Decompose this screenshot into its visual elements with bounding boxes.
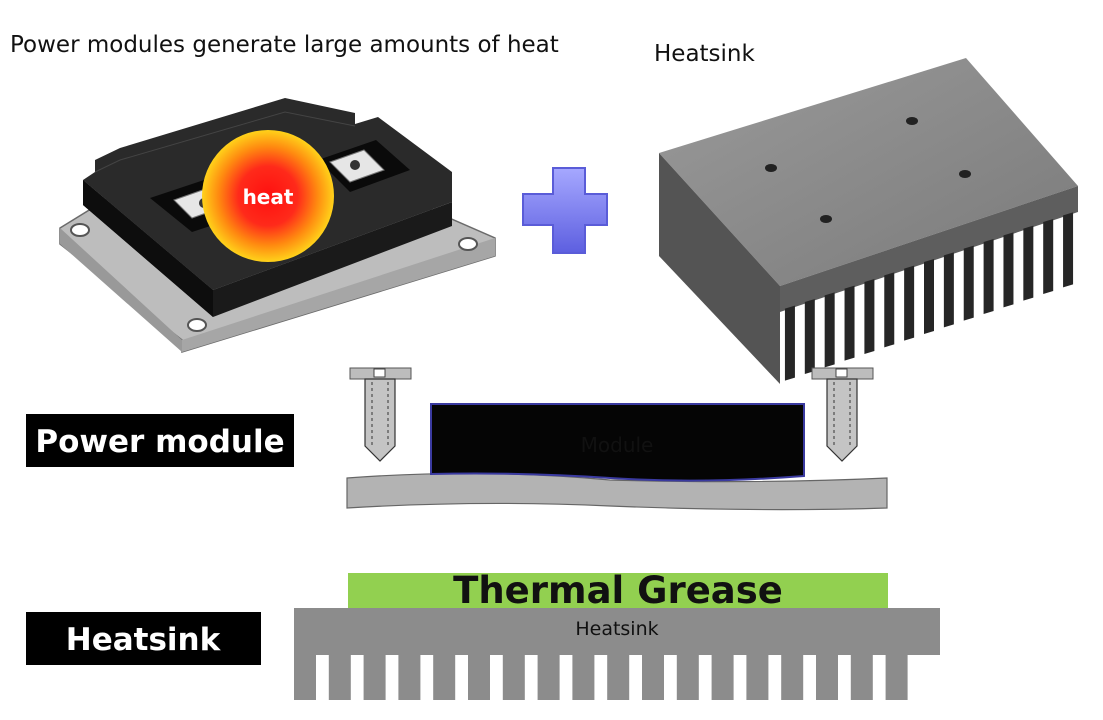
- heatsink-cross-section: Heatsink: [294, 608, 940, 700]
- heat-badge-label: heat: [243, 185, 294, 209]
- heatsink-section-fin: [433, 655, 456, 700]
- heatsink-section-fin: [328, 655, 351, 700]
- heatsink-section-fin: [781, 655, 804, 700]
- module-body: [430, 403, 805, 482]
- heatsink-fin: [824, 292, 835, 368]
- heatsink-base: [294, 608, 940, 655]
- screw-icon: [811, 367, 874, 462]
- mount-hole-icon: [70, 223, 90, 237]
- heatsink-section-fin: [642, 655, 664, 700]
- heatsink-fin: [1063, 212, 1074, 288]
- heatsink-section-fin: [363, 655, 386, 700]
- heatsink-section-fin: [502, 655, 525, 700]
- thermal-grease-label: Thermal Grease: [453, 569, 783, 612]
- heatsink-fin: [983, 239, 994, 314]
- screw-hole-icon: [820, 215, 832, 223]
- screw-icon: [349, 367, 412, 462]
- heatsink-fin: [1043, 219, 1054, 294]
- mount-hole-icon: [458, 237, 478, 251]
- heatsink-fin: [804, 299, 815, 374]
- heatsink-section-fin: [816, 655, 838, 700]
- heatsink-section-fin: [398, 655, 421, 700]
- heatsink-render: [659, 58, 1078, 384]
- heatsink-fin: [864, 279, 875, 354]
- heatsink-fin: [904, 265, 915, 341]
- heatsink-fin: [943, 252, 954, 328]
- heatsink-section-fin: [711, 655, 734, 700]
- heatsink-fin: [784, 305, 795, 381]
- heatsink-label: Heatsink: [66, 622, 222, 658]
- heatsink-caption: Heatsink: [654, 41, 756, 67]
- screw-hole-icon: [959, 170, 971, 178]
- heatsink-fin: [924, 259, 934, 334]
- heatsink-section-fin: [537, 655, 560, 700]
- screw-hole-icon: [906, 117, 918, 125]
- heat-glow-icon: [202, 130, 334, 262]
- heatsink-fins: [784, 212, 1074, 381]
- heatsink-section-fin: [850, 655, 873, 700]
- heatsink-body-label: Heatsink: [575, 618, 658, 640]
- module-body-label: Module: [581, 433, 654, 457]
- plus-icon: [522, 167, 608, 254]
- power-module-render: heat: [59, 98, 496, 354]
- heat-claim-caption: Power modules generate large amounts of …: [10, 32, 559, 58]
- power-module-label-box: [26, 414, 294, 467]
- heatsink-section-fin: [746, 655, 769, 700]
- heatsink-section-fin: [676, 655, 699, 700]
- mount-hole-icon: [187, 318, 207, 332]
- thermal-grease-layer: [348, 573, 888, 608]
- heatsink-section-fin: [572, 655, 595, 700]
- heatsink-fin: [884, 272, 895, 348]
- screw-hole-icon: [765, 164, 777, 172]
- heatsink-section-fins: [294, 655, 908, 700]
- heatsink-section-fin: [294, 655, 316, 700]
- heatsink-section-fin: [607, 655, 630, 700]
- heatsink-label-box: [26, 612, 261, 665]
- heatsink-fin: [1003, 232, 1014, 308]
- module-cross-section: Module: [346, 367, 888, 511]
- heatsink-section-fin: [468, 655, 490, 700]
- heatsink-fin: [844, 285, 855, 361]
- heatsink-fin: [963, 245, 974, 321]
- heatsink-fin: [1023, 225, 1034, 301]
- heatsink-section-fin: [885, 655, 908, 700]
- power-module-label: Power module: [35, 424, 284, 460]
